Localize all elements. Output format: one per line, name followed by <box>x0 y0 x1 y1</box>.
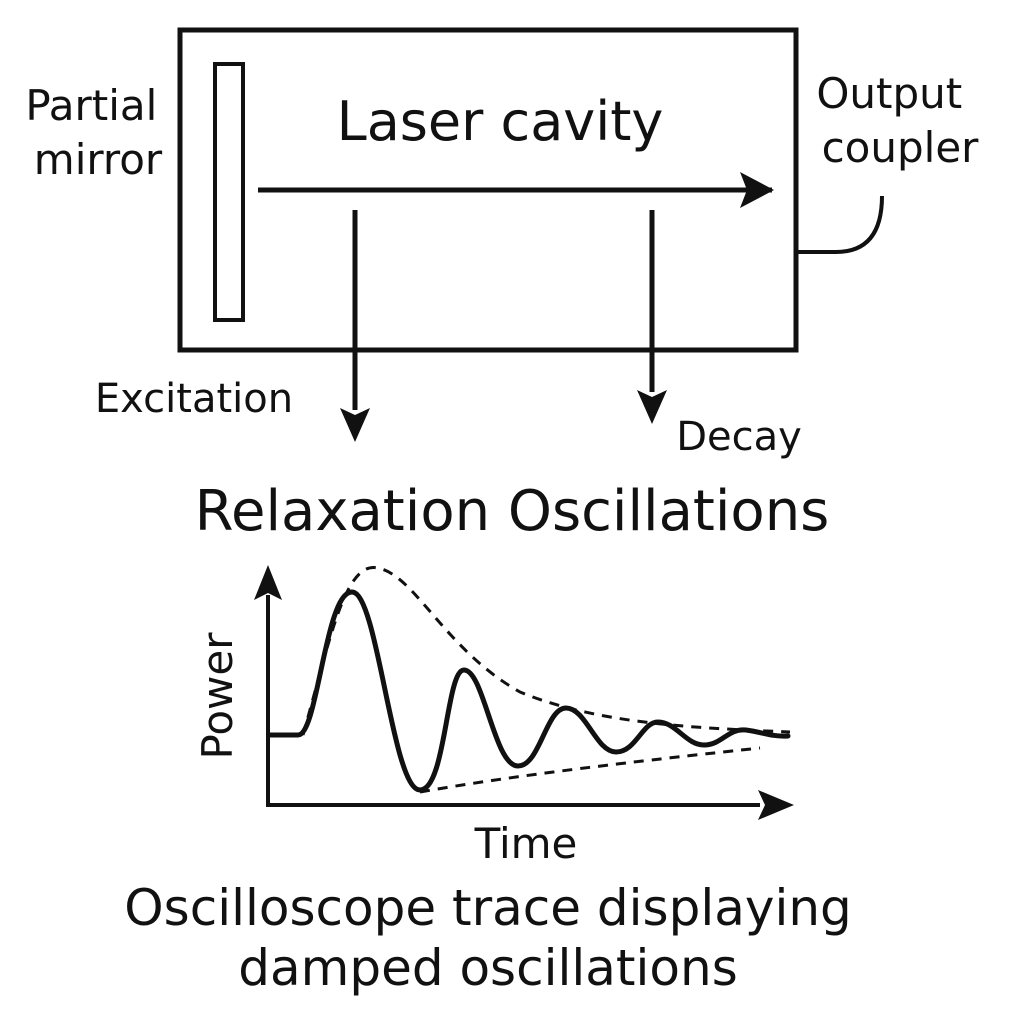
output-coupler-label-line-2: coupler <box>822 123 980 172</box>
partial-mirror-label-line-2: mirror <box>34 135 163 184</box>
caption-line-1: Oscilloscope trace displaying <box>124 879 852 937</box>
x-axis-label: Time <box>474 819 578 868</box>
partial-mirror-label: Partial mirror <box>25 81 170 184</box>
excitation-label: Excitation <box>95 376 293 422</box>
caption-line-2: damped oscillations <box>238 939 738 997</box>
y-axis-label: Power <box>193 632 242 760</box>
decay-arrowhead <box>637 390 667 424</box>
output-coupler-label: Output coupler <box>816 69 979 172</box>
beam-arrowhead <box>740 172 774 208</box>
laser-cavity-title: Laser cavity <box>337 90 664 153</box>
y-axis-arrowhead <box>254 565 282 600</box>
lower-envelope <box>419 746 761 794</box>
caption: Oscilloscope trace displaying damped osc… <box>124 879 867 997</box>
damped-oscillation-trace <box>267 589 791 793</box>
output-coupler-connector <box>796 195 884 254</box>
x-axis-arrowhead <box>758 790 794 820</box>
excitation-arrowhead <box>340 408 370 442</box>
partial-mirror <box>213 62 245 322</box>
decay-label: Decay <box>676 414 802 460</box>
partial-mirror-label-line-1: Partial <box>25 81 157 130</box>
output-coupler-label-line-1: Output <box>816 69 962 118</box>
relaxation-oscillations-title: Relaxation Oscillations <box>195 479 830 544</box>
laser-cavity-box <box>177 27 799 353</box>
